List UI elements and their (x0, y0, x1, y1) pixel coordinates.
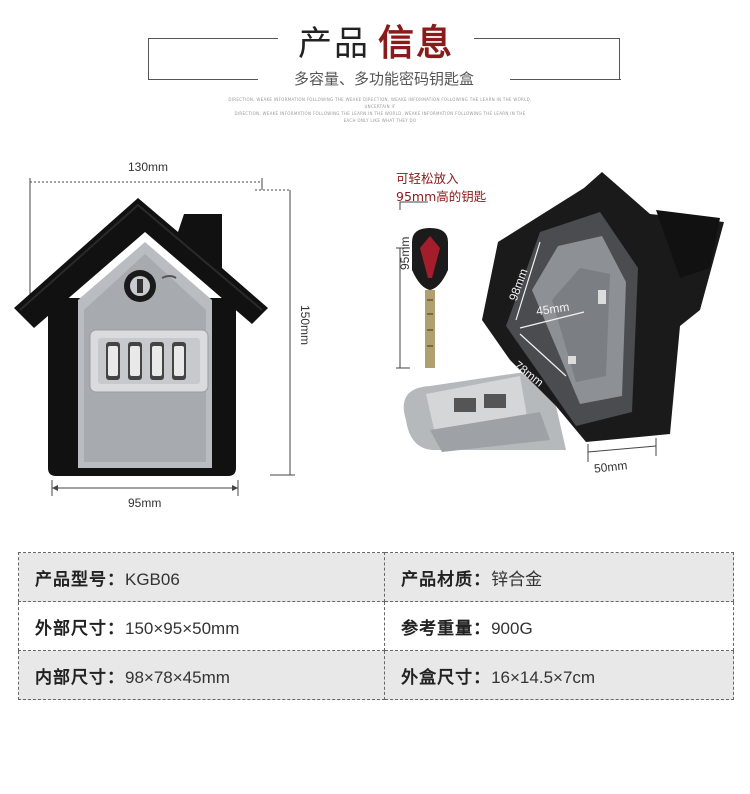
spec-label: 产品材质： (401, 569, 492, 590)
header-frame-left (148, 38, 149, 80)
caption-line: DIRECTION, WEAKE INFORMATION FOLLOWING T… (228, 97, 532, 109)
caption-line: DIRECTION, WEAKE INFORMATION FOLLOWING T… (234, 111, 526, 116)
key-fit-note-line2: 95mm高的钥匙 (396, 189, 487, 204)
table-row: 外部尺寸：150×95×50mm 参考重量：900G (17, 601, 734, 651)
spec-cell: 产品型号：KGB06 (17, 552, 386, 602)
spec-value: 锌合金 (491, 569, 543, 589)
page-title-light: 产品 (297, 23, 370, 64)
spec-cell: 内部尺寸：98×78×45mm (17, 650, 386, 700)
table-row: 内部尺寸：98×78×45mm 外盒尺寸：16×14.5×7cm (17, 650, 734, 700)
width-bottom-label: 95mm (128, 496, 162, 510)
header-underline-right (510, 79, 621, 80)
page-subtitle: 多容量、多功能密码钥匙盒 (293, 70, 474, 88)
front-view-illustration (14, 178, 295, 496)
header-underline-left (148, 79, 258, 80)
spec-label: 外部尺寸： (35, 618, 125, 639)
decorative-caption: DIRECTION, WEAKE INFORMATION FOLLOWING T… (220, 96, 540, 124)
key-fit-note-line1: 可轻松放入 (396, 171, 459, 186)
key-fit-note: 可轻松放入 95mm高的钥匙 (396, 170, 486, 206)
key-height-label: 95mm (398, 236, 412, 270)
table-row: 产品型号：KGB06 产品材质：锌合金 (17, 552, 734, 602)
width-top-label: 130mm (128, 160, 169, 174)
spec-label: 产品型号： (35, 569, 125, 590)
spec-cell: 外部尺寸：150×95×50mm (17, 601, 386, 651)
spec-value: KGB06 (125, 569, 180, 589)
open-view-illustration (396, 172, 724, 462)
spec-label: 外盒尺寸： (401, 667, 492, 688)
spec-value: 16×14.5×7cm (491, 667, 596, 687)
spec-value: 150×95×50mm (125, 618, 240, 638)
spec-cell: 参考重量：900G (384, 601, 734, 651)
spec-cell: 产品材质：锌合金 (384, 552, 734, 602)
spec-value: 900G (491, 618, 533, 638)
spec-label: 参考重量： (401, 618, 492, 639)
spec-table: 产品型号：KGB06 产品材质：锌合金 外部尺寸：150×95×50mm 参考重… (17, 552, 734, 700)
spec-value: 98×78×45mm (125, 667, 230, 687)
spec-cell: 外盒尺寸：16×14.5×7cm (384, 650, 734, 700)
page-title: 产品 信息 (278, 14, 474, 66)
header-frame-right (619, 38, 620, 80)
spec-label: 内部尺寸： (35, 667, 125, 688)
page-title-bold: 信息 (377, 23, 454, 64)
height-right-label: 150mm (298, 305, 312, 346)
caption-line: EACH ONLY LIKE WHAT THEY DO (343, 118, 417, 123)
